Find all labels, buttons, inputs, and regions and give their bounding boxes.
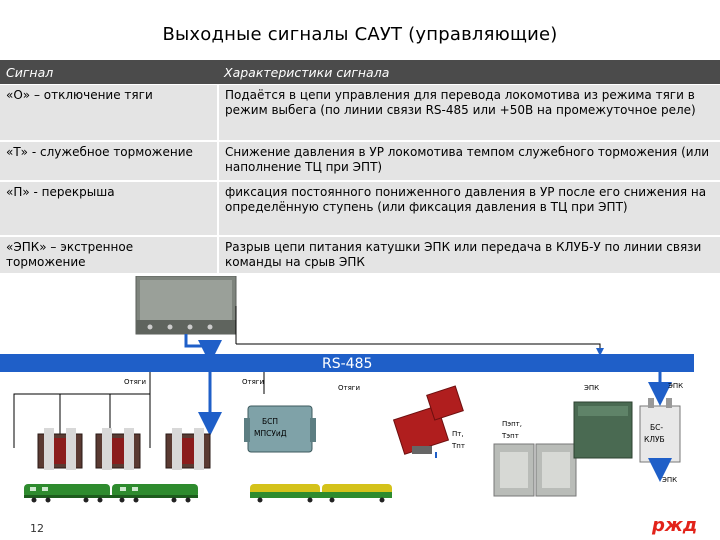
label-otyagi-3: Отяги [338, 384, 360, 392]
saut-unit [135, 276, 237, 335]
ept-cabinet-1 [493, 443, 535, 497]
system-diagram: RS-485 Отяги Отяги Отяги ЭПК ЭПК БСП [0, 276, 697, 536]
traction-relay-1 [37, 428, 83, 470]
table-cell-signal: «ЭПК» – экстренное торможение [0, 235, 219, 275]
table-cell-description: Снижение давления в УР локомотива темпом… [218, 140, 720, 182]
label-klub: КЛУБ [644, 435, 665, 444]
brake-valve-unit [392, 385, 464, 458]
label-bsp: БСП [262, 417, 278, 426]
label-otyagi-2: Отяги [242, 378, 264, 386]
traction-relay-3 [165, 428, 211, 470]
table-row: «ЭПК» – экстренное торможение Разрыв цеп… [0, 235, 720, 275]
label-otyagi-1: Отяги [124, 378, 146, 386]
saut-to-bus-arrow [184, 334, 222, 364]
table-cell-description: Подаётся в цепи управления для перевода … [218, 84, 720, 142]
bs-klub-unit: БС- КЛУБ [639, 398, 681, 463]
table-header-signal: Сигнал [0, 60, 218, 85]
label-epk-1: ЭПК [584, 384, 599, 392]
page-number: 12 [30, 522, 44, 535]
bsp-unit: БСП МПСУиД [244, 405, 316, 453]
svg-text:ржд: ржд [651, 515, 697, 536]
table-row: «Т» - служебное торможение Снижение давл… [0, 140, 720, 182]
signal-table: Сигнал Характеристики сигнала «О» – откл… [0, 60, 720, 275]
table-row: «П» - перекрыша фиксация постоянного пон… [0, 180, 720, 237]
label-pept: Пэпт, [502, 420, 522, 428]
table-header-row: Сигнал Характеристики сигнала [0, 60, 720, 85]
table-cell-signal: «П» - перекрыша [0, 180, 219, 237]
label-epk-2: ЭПК [668, 382, 683, 390]
slide-title: Выходные сигналы САУТ (управляющие) [162, 24, 558, 45]
label-mpsuid: МПСУиД [254, 429, 287, 438]
table-row: «О» – отключение тяги Подаётся в цепи уп… [0, 84, 720, 142]
table-cell-description: фиксация постоянного пониженного давлени… [218, 180, 720, 237]
locomotive-yellow-icon [250, 484, 392, 503]
table-cell-signal: «О» – отключение тяги [0, 84, 219, 142]
rzd-logo-icon: ржд [651, 515, 697, 536]
table-cell-signal: «Т» - служебное торможение [0, 140, 219, 182]
locomotive-green-icon [24, 484, 198, 503]
table-cell-description: Разрыв цепи питания катушки ЭПК или пере… [218, 235, 720, 275]
label-tept: Тэпт [501, 432, 519, 440]
label-ptg: Пт, [452, 430, 464, 438]
traction-relay-2 [95, 428, 141, 470]
label-tpt: Тпт [451, 442, 465, 450]
label-epk-3: ЭПК [662, 476, 677, 484]
label-bs: БС- [650, 423, 663, 432]
table-header-characteristics: Характеристики сигнала [218, 60, 720, 85]
epk-unit [573, 401, 633, 459]
rs485-label: RS-485 [322, 356, 372, 372]
ept-cabinet-2 [535, 443, 577, 497]
rs485-bus [0, 354, 694, 372]
